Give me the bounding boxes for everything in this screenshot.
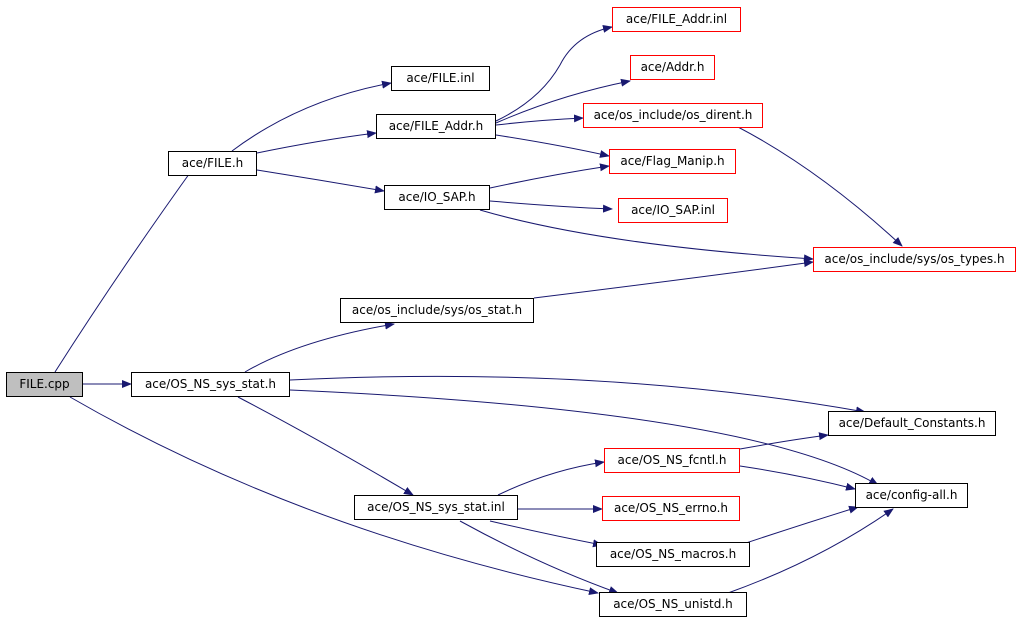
edge-io-sap-h-to-os-types-h [479, 209, 814, 263]
node-file-addr-h[interactable]: ace/FILE_Addr.h [376, 114, 496, 139]
node-file-inl[interactable]: ace/FILE.inl [391, 66, 490, 91]
node-io-sap-h[interactable]: ace/IO_SAP.h [384, 185, 490, 210]
node-config-all-h[interactable]: ace/config-all.h [855, 483, 968, 508]
edge-os-ns-sys-stat-inl-to-os-ns-fcntl-h [497, 459, 605, 496]
edge-os-ns-unistd-h-to-config-all-h [727, 508, 894, 594]
node-os-ns-unistd-h[interactable]: ace/OS_NS_unistd.h [599, 592, 747, 617]
edge-os-ns-sys-stat-inl-to-os-ns-unistd-h [459, 520, 619, 594]
node-os-stat-h[interactable]: ace/os_include/sys/os_stat.h [340, 298, 534, 323]
edge-os-stat-h-to-os-types-h [533, 259, 814, 299]
edge-file-addr-h-to-flag-manip-h [495, 134, 610, 158]
edge-file-cpp-to-os-ns-unistd-h [69, 396, 599, 596]
node-flag-manip-h[interactable]: ace/Flag_Manip.h [609, 149, 736, 174]
edge-io-sap-h-to-io-sap-inl [489, 200, 613, 213]
node-os-ns-fcntl-h[interactable]: ace/OS_NS_fcntl.h [604, 448, 740, 473]
node-os-types-h[interactable]: ace/os_include/sys/os_types.h [813, 247, 1016, 272]
edge-os-ns-macros-h-to-config-all-h [739, 505, 859, 546]
node-os-dirent-h[interactable]: ace/os_include/os_dirent.h [583, 103, 763, 128]
edge-file-cpp-to-file-h [54, 162, 198, 373]
edge-file-addr-h-to-file-addr-inl [495, 24, 613, 122]
edge-os-ns-fcntl-h-to-default-constants-h [739, 432, 829, 450]
edge-os-ns-sys-stat-h-to-config-all-h [289, 389, 879, 486]
edge-file-h-to-file-addr-h [256, 130, 377, 154]
edge-os-ns-sys-stat-inl-to-os-ns-macros-h [489, 520, 603, 548]
node-os-ns-sys-stat-h[interactable]: ace/OS_NS_sys_stat.h [131, 372, 290, 397]
edge-file-h-to-file-inl [231, 80, 392, 152]
node-io-sap-inl[interactable]: ace/IO_SAP.inl [618, 198, 728, 223]
edge-os-dirent-h-to-os-types-h [737, 126, 903, 247]
edge-os-ns-sys-stat-h-to-os-stat-h [244, 321, 395, 373]
edge-os-ns-sys-stat-h-to-os-ns-sys-stat-inl [237, 396, 414, 496]
edge-os-ns-fcntl-h-to-config-all-h [739, 465, 856, 491]
edge-os-ns-sys-stat-h-to-default-constants-h [289, 375, 866, 415]
edge-file-addr-h-to-os-dirent-h [495, 114, 584, 126]
node-default-constants-h[interactable]: ace/Default_Constants.h [828, 411, 996, 436]
node-os-ns-errno-h[interactable]: ace/OS_NS_errno.h [602, 496, 740, 521]
node-os-ns-sys-stat-inl[interactable]: ace/OS_NS_sys_stat.inl [354, 495, 518, 520]
node-file-addr-inl[interactable]: ace/FILE_Addr.inl [612, 7, 741, 32]
node-file-h[interactable]: ace/FILE.h [168, 151, 257, 176]
edge-file-h-to-io-sap-h [256, 169, 385, 194]
node-file-cpp: FILE.cpp [6, 372, 83, 397]
node-addr-h[interactable]: ace/Addr.h [630, 55, 715, 80]
edge-file-addr-h-to-addr-h [495, 78, 631, 124]
node-os-ns-macros-h[interactable]: ace/OS_NS_macros.h [596, 542, 750, 567]
edge-io-sap-h-to-flag-manip-h [489, 163, 610, 189]
